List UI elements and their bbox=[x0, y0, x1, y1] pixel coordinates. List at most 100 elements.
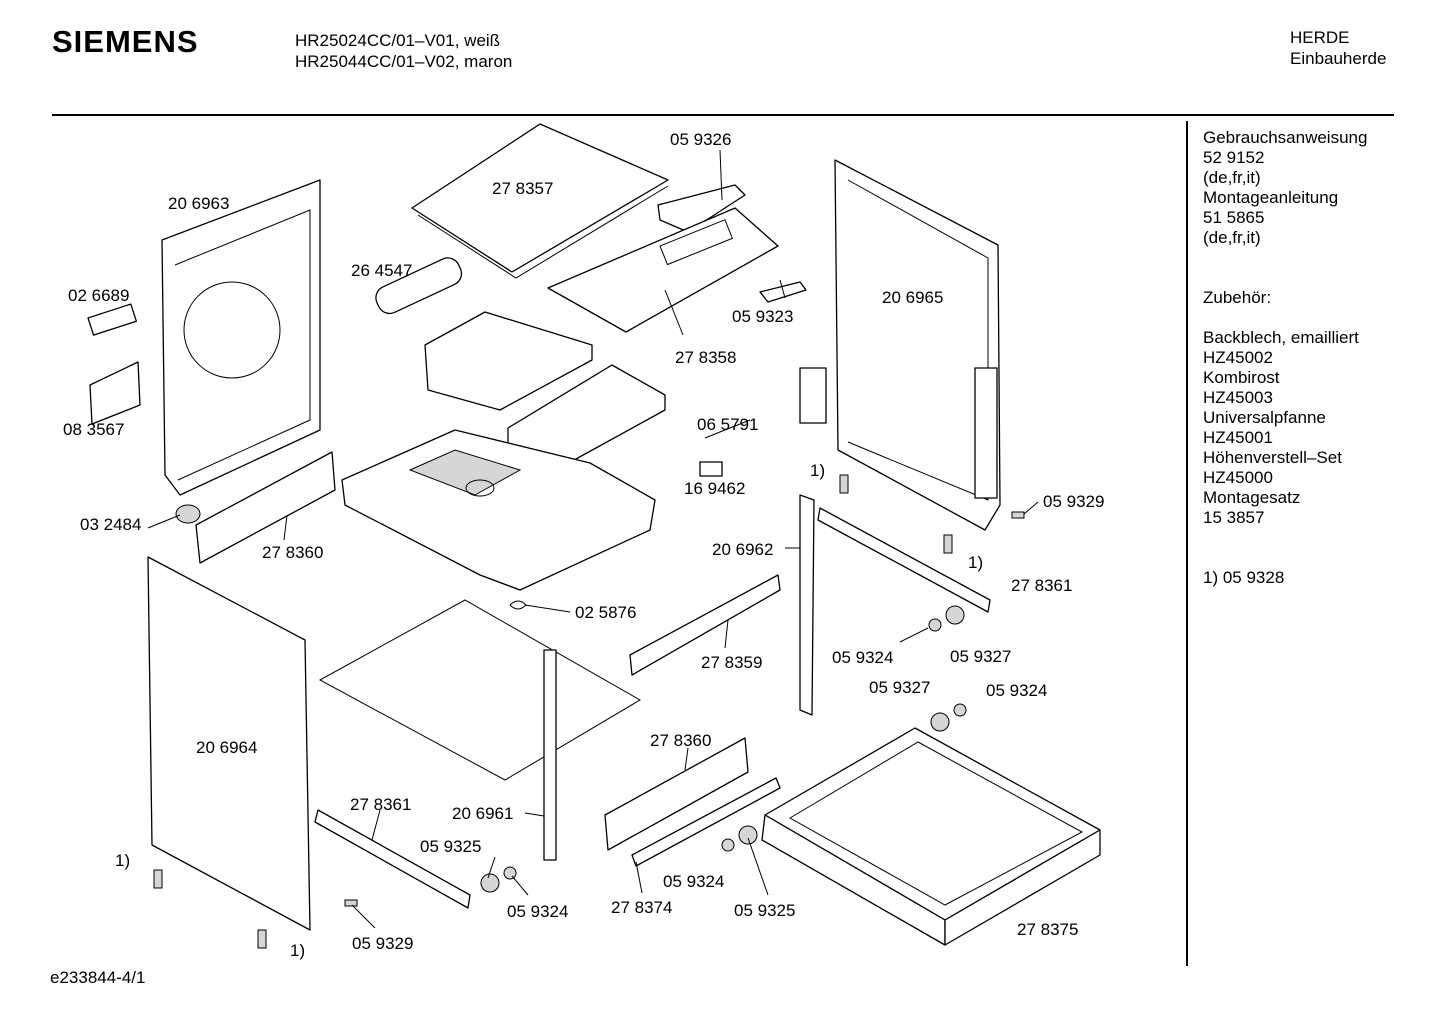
category-line: Einbauherde bbox=[1290, 49, 1387, 68]
accessory-line: Kombirost bbox=[1203, 368, 1280, 387]
screw-part bbox=[928, 618, 942, 632]
part-label: 05 9323 bbox=[732, 307, 793, 326]
manual-line: 51 5865 bbox=[1203, 208, 1265, 227]
accessory-line: Backblech, emailliert bbox=[1203, 328, 1359, 347]
part-label: 05 9329 bbox=[352, 934, 413, 953]
drawing-code: e233844-4/1 bbox=[50, 968, 146, 987]
part-label: 27 8359 bbox=[701, 653, 762, 672]
accessory-line: HZ45001 bbox=[1203, 428, 1273, 447]
part-label: 05 9324 bbox=[507, 902, 568, 921]
accessories-title: Zubehör: bbox=[1203, 288, 1272, 307]
mounting-plate-part bbox=[89, 361, 141, 425]
accessory-line: 15 3857 bbox=[1203, 508, 1265, 527]
front-plate-part bbox=[147, 556, 311, 931]
part-label: 20 6961 bbox=[452, 804, 513, 823]
accessory-line: HZ45003 bbox=[1203, 388, 1273, 407]
left-side-panel bbox=[161, 179, 321, 496]
tray-part bbox=[547, 207, 779, 333]
screw-part bbox=[503, 866, 517, 880]
part-label: 05 9325 bbox=[734, 901, 795, 920]
spring-part bbox=[943, 534, 953, 554]
spring-part bbox=[257, 929, 267, 949]
part-label: 1) bbox=[290, 941, 305, 960]
accessory-line: HZ45002 bbox=[1203, 348, 1273, 367]
part-label: 27 8361 bbox=[1011, 576, 1072, 595]
accessory-line: Montagesatz bbox=[1203, 488, 1301, 507]
part-label: 03 2484 bbox=[80, 515, 141, 534]
rail-part bbox=[314, 809, 471, 909]
right-side-panel bbox=[834, 159, 1001, 531]
model-list: HR25024CC/01–V01, weiß HR25044CC/01–V02,… bbox=[295, 30, 512, 72]
fan-housing-part bbox=[424, 311, 593, 411]
part-label: 05 9326 bbox=[670, 130, 731, 149]
rail-part bbox=[799, 494, 815, 716]
part-label: 02 5876 bbox=[575, 603, 636, 622]
header-divider bbox=[52, 114, 1394, 116]
model-line: HR25024CC/01–V01, weiß bbox=[295, 31, 501, 50]
part-label: 20 6962 bbox=[712, 540, 773, 559]
part-label: 27 8357 bbox=[492, 179, 553, 198]
drawer-part bbox=[764, 727, 1101, 921]
part-label: 27 8361 bbox=[350, 795, 411, 814]
rail-part bbox=[629, 574, 781, 676]
part-label: 1) bbox=[115, 851, 130, 870]
screw-part bbox=[953, 703, 967, 717]
duct-part bbox=[657, 184, 746, 233]
bottom-frame-part bbox=[318, 599, 641, 781]
manual-line: Gebrauchsanweisung bbox=[1203, 128, 1368, 147]
category-line: HERDE bbox=[1290, 28, 1350, 47]
part-label: 27 8375 bbox=[1017, 920, 1078, 939]
screw-part bbox=[344, 899, 358, 907]
spring-part bbox=[839, 474, 849, 494]
manual-line: (de,fr,it) bbox=[1203, 168, 1261, 187]
part-label: 27 8358 bbox=[675, 348, 736, 367]
exploded-view-diagram: 27 8357 05 9326 20 6963 26 4547 02 6689 … bbox=[63, 123, 1104, 960]
terminal-part bbox=[699, 461, 723, 477]
rail-part bbox=[631, 777, 781, 867]
accessory-line: HZ45000 bbox=[1203, 468, 1273, 487]
sidebar-divider bbox=[1186, 121, 1188, 966]
part-label: 20 6963 bbox=[168, 194, 229, 213]
part-label: 26 4547 bbox=[351, 261, 412, 280]
connector-part bbox=[87, 303, 138, 336]
knob-part bbox=[175, 504, 201, 524]
rail-part bbox=[543, 649, 557, 861]
category-label: HERDE Einbauherde bbox=[1290, 27, 1386, 69]
part-label: 05 9325 bbox=[420, 837, 481, 856]
part-label: 05 9329 bbox=[1043, 492, 1104, 511]
rail-part bbox=[817, 507, 991, 613]
strip-lower-part bbox=[604, 737, 749, 851]
part-label: 16 9462 bbox=[684, 479, 745, 498]
nut-part bbox=[738, 825, 758, 845]
fan-motor-part bbox=[375, 257, 463, 315]
part-label: 1) bbox=[968, 553, 983, 572]
part-label: 05 9324 bbox=[663, 872, 724, 891]
part-label: 1) bbox=[810, 461, 825, 480]
spring-part bbox=[153, 869, 163, 889]
part-label: 05 9327 bbox=[869, 678, 930, 697]
part-label: 20 6965 bbox=[882, 288, 943, 307]
clip-part bbox=[509, 600, 527, 610]
part-label: 05 9327 bbox=[950, 647, 1011, 666]
model-line: HR25044CC/01–V02, maron bbox=[295, 52, 513, 71]
nut-part bbox=[945, 605, 965, 625]
manual-line: (de,fr,it) bbox=[1203, 228, 1261, 247]
strip-upper-part bbox=[195, 451, 336, 564]
manual-line: 52 9152 bbox=[1203, 148, 1265, 167]
part-label: 02 6689 bbox=[68, 286, 129, 305]
part-label: 05 9324 bbox=[986, 681, 1047, 700]
siemens-logo: SIEMENS bbox=[52, 24, 199, 59]
accessory-line: Universalpfanne bbox=[1203, 408, 1326, 427]
manual-line: Montageanleitung bbox=[1203, 188, 1339, 207]
part-label: 27 8374 bbox=[611, 898, 672, 917]
part-label: 27 8360 bbox=[650, 731, 711, 750]
part-label: 20 6964 bbox=[196, 738, 257, 757]
top-cover-part bbox=[411, 123, 669, 273]
accessory-line: Höhenverstell–Set bbox=[1203, 448, 1342, 467]
nut-part bbox=[930, 712, 950, 732]
nut-part bbox=[480, 873, 500, 893]
screw-part bbox=[1011, 511, 1025, 519]
part-label: 08 3567 bbox=[63, 420, 124, 439]
hinge-part bbox=[799, 367, 827, 424]
footnote: 1) 05 9328 bbox=[1203, 568, 1285, 587]
